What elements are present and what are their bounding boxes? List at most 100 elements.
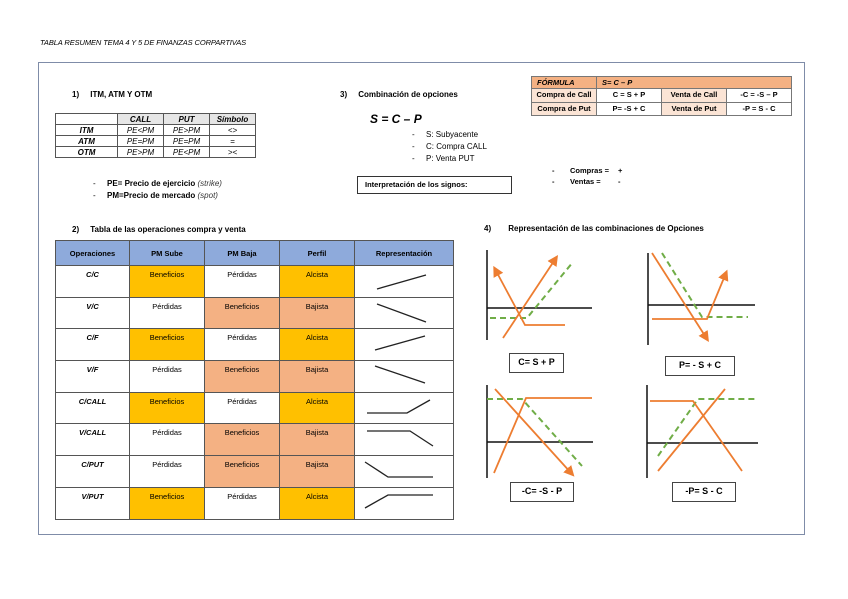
cell-operation: V/F bbox=[55, 360, 130, 393]
cell-pm-sube: Pérdidas bbox=[129, 360, 205, 393]
long-put-combination-chart bbox=[647, 252, 755, 345]
cell-put: PE<PM bbox=[163, 146, 210, 158]
header-pm-baja: PM Baja bbox=[204, 240, 280, 266]
header-representacion: Representación bbox=[354, 240, 454, 266]
formula-table: FÓRMULA S= C – P Compra de Call C = S + … bbox=[531, 76, 792, 116]
cell-pm-sube: Pérdidas bbox=[129, 296, 205, 330]
dash: - bbox=[412, 130, 415, 139]
operations-header-row: Operaciones PM Sube PM Baja Perfil Repre… bbox=[55, 240, 454, 266]
cell-operation: C/CALL bbox=[55, 391, 130, 425]
cell-pm-baja: Beneficios bbox=[204, 296, 280, 330]
note-bold: PM=Precio de mercado bbox=[107, 191, 196, 200]
section3-heading: 3) Combinación de opciones bbox=[340, 90, 458, 99]
cell-operation: V/C bbox=[55, 296, 130, 330]
formula-header-label: FÓRMULA bbox=[531, 76, 597, 89]
interpretation-box: Interpretación de los signos: bbox=[357, 176, 512, 194]
header-pm-sube: PM Sube bbox=[129, 240, 205, 266]
cell-perfil: Alcista bbox=[279, 265, 355, 298]
down-line-icon bbox=[376, 303, 427, 323]
legend-text: C: Compra CALL bbox=[426, 142, 487, 151]
label-compra-put: Compra de Put bbox=[531, 101, 597, 116]
value-venta-call: -C = -S – P bbox=[726, 88, 792, 103]
cell-perfil: Alcista bbox=[279, 328, 355, 362]
table-row: V/PUT Beneficios Pérdidas Alcista bbox=[55, 486, 454, 520]
note-bold: PE= Precio de ejercicio bbox=[107, 179, 196, 188]
cell-pm-baja: Beneficios bbox=[204, 360, 280, 393]
cell-representation bbox=[354, 360, 454, 393]
table-row: ATM PE=PM PE=PM = bbox=[55, 135, 256, 147]
section2-title: Tabla de las operaciones compra y venta bbox=[90, 225, 246, 234]
cell-call: PE=PM bbox=[117, 135, 164, 147]
dash: - bbox=[412, 154, 415, 163]
dash: - bbox=[93, 179, 96, 188]
value-compra-put: P= -S + C bbox=[596, 101, 662, 116]
sign-value: + bbox=[618, 166, 623, 175]
header-empty bbox=[55, 113, 118, 125]
sign-item: - Compras = + bbox=[552, 165, 622, 176]
operations-table: Operaciones PM Sube PM Baja Perfil Repre… bbox=[55, 240, 454, 520]
cell-pm-baja: Beneficios bbox=[204, 423, 280, 457]
cell-perfil: Bajista bbox=[279, 423, 355, 457]
section4-title: Representación de las combinaciones de O… bbox=[508, 224, 704, 233]
graph4-label: -P= S - C bbox=[672, 482, 736, 502]
table-row: V/F Pérdidas Beneficios Bajista bbox=[55, 360, 454, 393]
legend-text: P: Venta PUT bbox=[426, 154, 475, 163]
label-venta-put: Venta de Put bbox=[661, 101, 727, 116]
cell-perfil: Bajista bbox=[279, 296, 355, 330]
header-put: PUT bbox=[163, 113, 210, 125]
table-row: V/CALL Pérdidas Beneficios Bajista bbox=[55, 423, 454, 457]
up-line-icon bbox=[374, 335, 426, 352]
cell-symbol: >< bbox=[209, 146, 256, 158]
long-call-combination-chart bbox=[486, 250, 592, 340]
dash: - bbox=[552, 166, 555, 175]
formula-header-row: FÓRMULA S= C – P bbox=[531, 76, 792, 89]
cell-pm-sube: Beneficios bbox=[129, 486, 205, 520]
formula-header-value: S= C – P bbox=[596, 76, 792, 89]
label-venta-call: Venta de Call bbox=[661, 88, 727, 103]
table-row: ITM PE<PM PE>PM <> bbox=[55, 124, 256, 136]
cell-operation: V/CALL bbox=[55, 423, 130, 457]
graph1-label: C= S + P bbox=[509, 353, 564, 373]
cell-perfil: Bajista bbox=[279, 455, 355, 488]
cell-call: PE>PM bbox=[117, 146, 164, 158]
cell-operation: C/PUT bbox=[55, 455, 130, 488]
note-italic: (spot) bbox=[197, 191, 218, 200]
cell-representation bbox=[354, 455, 454, 488]
cell-pm-sube: Pérdidas bbox=[129, 423, 205, 457]
long-call-payoff-icon bbox=[367, 399, 431, 414]
cell-put: PE=PM bbox=[163, 135, 210, 147]
cell-representation bbox=[354, 423, 454, 457]
table-row: C/CALL Beneficios Pérdidas Alcista bbox=[55, 391, 454, 425]
sign-value: - bbox=[618, 177, 621, 186]
short-put-payoff-icon bbox=[364, 494, 433, 509]
section4-number: 4) bbox=[484, 224, 492, 233]
dash: - bbox=[412, 142, 415, 151]
short-call-combination-chart bbox=[486, 385, 593, 478]
dash: - bbox=[93, 191, 96, 200]
table-row: C/C Beneficios Pérdidas Alcista bbox=[55, 265, 454, 298]
note-item: - PE= Precio de ejercicio (strike) bbox=[93, 178, 222, 190]
legend-text: S: Subyacente bbox=[426, 130, 479, 139]
value-venta-put: -P = S - C bbox=[726, 101, 792, 116]
sign-item: - Ventas = - bbox=[552, 176, 622, 187]
graph2-label: P= - S + C bbox=[665, 356, 735, 376]
short-put-combination-chart bbox=[646, 385, 758, 478]
header-symbol: Símbolo bbox=[209, 113, 256, 125]
short-call-payoff-icon bbox=[367, 430, 434, 447]
cell-pm-sube: Beneficios bbox=[129, 391, 205, 425]
document-title: TABLA RESUMEN TEMA 4 Y 5 DE FINANZAS COR… bbox=[40, 38, 247, 47]
cell-perfil: Bajista bbox=[279, 360, 355, 393]
header-call: CALL bbox=[117, 113, 164, 125]
legend-item: - C: Compra CALL bbox=[412, 141, 487, 153]
table-row: C/F Beneficios Pérdidas Alcista bbox=[55, 328, 454, 362]
section3-number: 3) bbox=[340, 90, 348, 99]
cell-pm-sube: Beneficios bbox=[129, 265, 205, 298]
down-line-icon bbox=[374, 365, 426, 384]
signs-list: - Compras = + - Ventas = - bbox=[552, 165, 622, 187]
cell-pm-baja: Beneficios bbox=[204, 455, 280, 488]
cell-representation bbox=[354, 296, 454, 330]
itm-atm-otm-table: CALL PUT Símbolo ITM PE<PM PE>PM <> ATM … bbox=[55, 113, 256, 158]
cell-operation: V/PUT bbox=[55, 486, 130, 520]
graph3-label: -C= -S - P bbox=[510, 482, 574, 502]
section1-heading: 1) ITM, ATM Y OTM bbox=[72, 90, 152, 99]
